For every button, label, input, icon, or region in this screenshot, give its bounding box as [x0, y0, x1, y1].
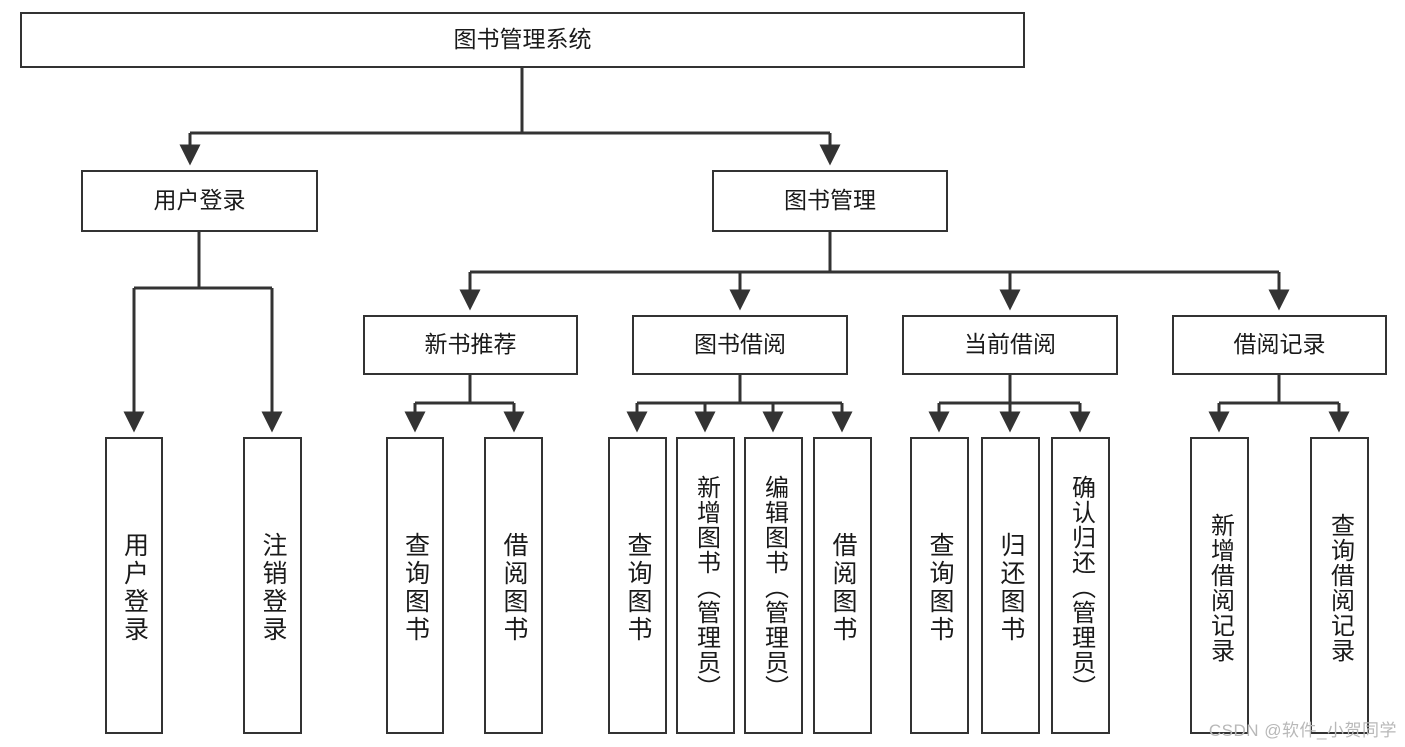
leaf-query-book-current-label: 查询图书 — [926, 531, 954, 644]
node-new-book-recommendation[interactable]: 新书推荐 — [363, 315, 578, 375]
leaf-query-book-recommendation-label: 查询图书 — [401, 531, 430, 644]
node-book-borrowing-label: 图书借阅 — [694, 331, 786, 358]
leaf-edit-book-admin[interactable]: 编辑图书（管理员） — [744, 437, 803, 734]
leaf-confirm-return-admin-label: 确认归还（管理员） — [1067, 475, 1095, 700]
node-root[interactable]: 图书管理系统 — [20, 12, 1025, 68]
leaf-query-borrow-record[interactable]: 查询借阅记录 — [1310, 437, 1369, 734]
leaf-query-book-current[interactable]: 查询图书 — [910, 437, 969, 734]
leaf-add-book-admin[interactable]: 新增图书（管理员） — [676, 437, 735, 734]
leaf-return-book[interactable]: 归还图书 — [981, 437, 1040, 734]
leaf-borrow-book-recommendation-label: 借阅图书 — [500, 531, 528, 644]
node-root-label: 图书管理系统 — [453, 26, 592, 53]
node-borrowing-record[interactable]: 借阅记录 — [1172, 315, 1387, 375]
csdn-watermark: CSDN @软件_小贺同学 — [1208, 721, 1397, 740]
leaf-add-borrow-record[interactable]: 新增借阅记录 — [1190, 437, 1249, 734]
leaf-add-borrow-record-label: 新增借阅记录 — [1206, 512, 1234, 663]
leaf-query-book-borrowing-label: 查询图书 — [624, 531, 652, 644]
node-current-borrowing[interactable]: 当前借阅 — [902, 315, 1118, 375]
leaf-borrow-book-borrowing-label: 借阅图书 — [829, 531, 857, 644]
leaf-query-book-recommendation[interactable]: 查询图书 — [386, 437, 444, 734]
node-user-login-label: 用户登录 — [153, 187, 246, 214]
leaf-query-book-borrowing[interactable]: 查询图书 — [608, 437, 667, 734]
leaf-query-borrow-record-label: 查询借阅记录 — [1326, 512, 1354, 663]
node-user-login[interactable]: 用户登录 — [81, 170, 318, 232]
leaf-edit-book-admin-label: 编辑图书（管理员） — [760, 475, 788, 700]
leaf-confirm-return-admin[interactable]: 确认归还（管理员） — [1051, 437, 1110, 734]
leaf-borrow-book-recommendation[interactable]: 借阅图书 — [484, 437, 543, 734]
leaf-return-book-label: 归还图书 — [997, 531, 1025, 644]
leaf-add-book-admin-label: 新增图书（管理员） — [692, 475, 720, 700]
leaf-borrow-book-borrowing[interactable]: 借阅图书 — [813, 437, 872, 734]
node-book-management[interactable]: 图书管理 — [712, 170, 948, 232]
leaf-logout[interactable]: 注销登录 — [243, 437, 302, 734]
node-book-borrowing[interactable]: 图书借阅 — [632, 315, 848, 375]
leaf-user-login-label: 用户登录 — [120, 531, 149, 644]
leaf-logout-label: 注销登录 — [259, 531, 287, 644]
leaf-user-login[interactable]: 用户登录 — [105, 437, 163, 734]
node-book-management-label: 图书管理 — [784, 187, 876, 214]
node-current-borrowing-label: 当前借阅 — [964, 331, 1056, 358]
node-borrowing-record-label: 借阅记录 — [1233, 331, 1326, 358]
node-new-book-recommendation-label: 新书推荐 — [424, 331, 517, 358]
